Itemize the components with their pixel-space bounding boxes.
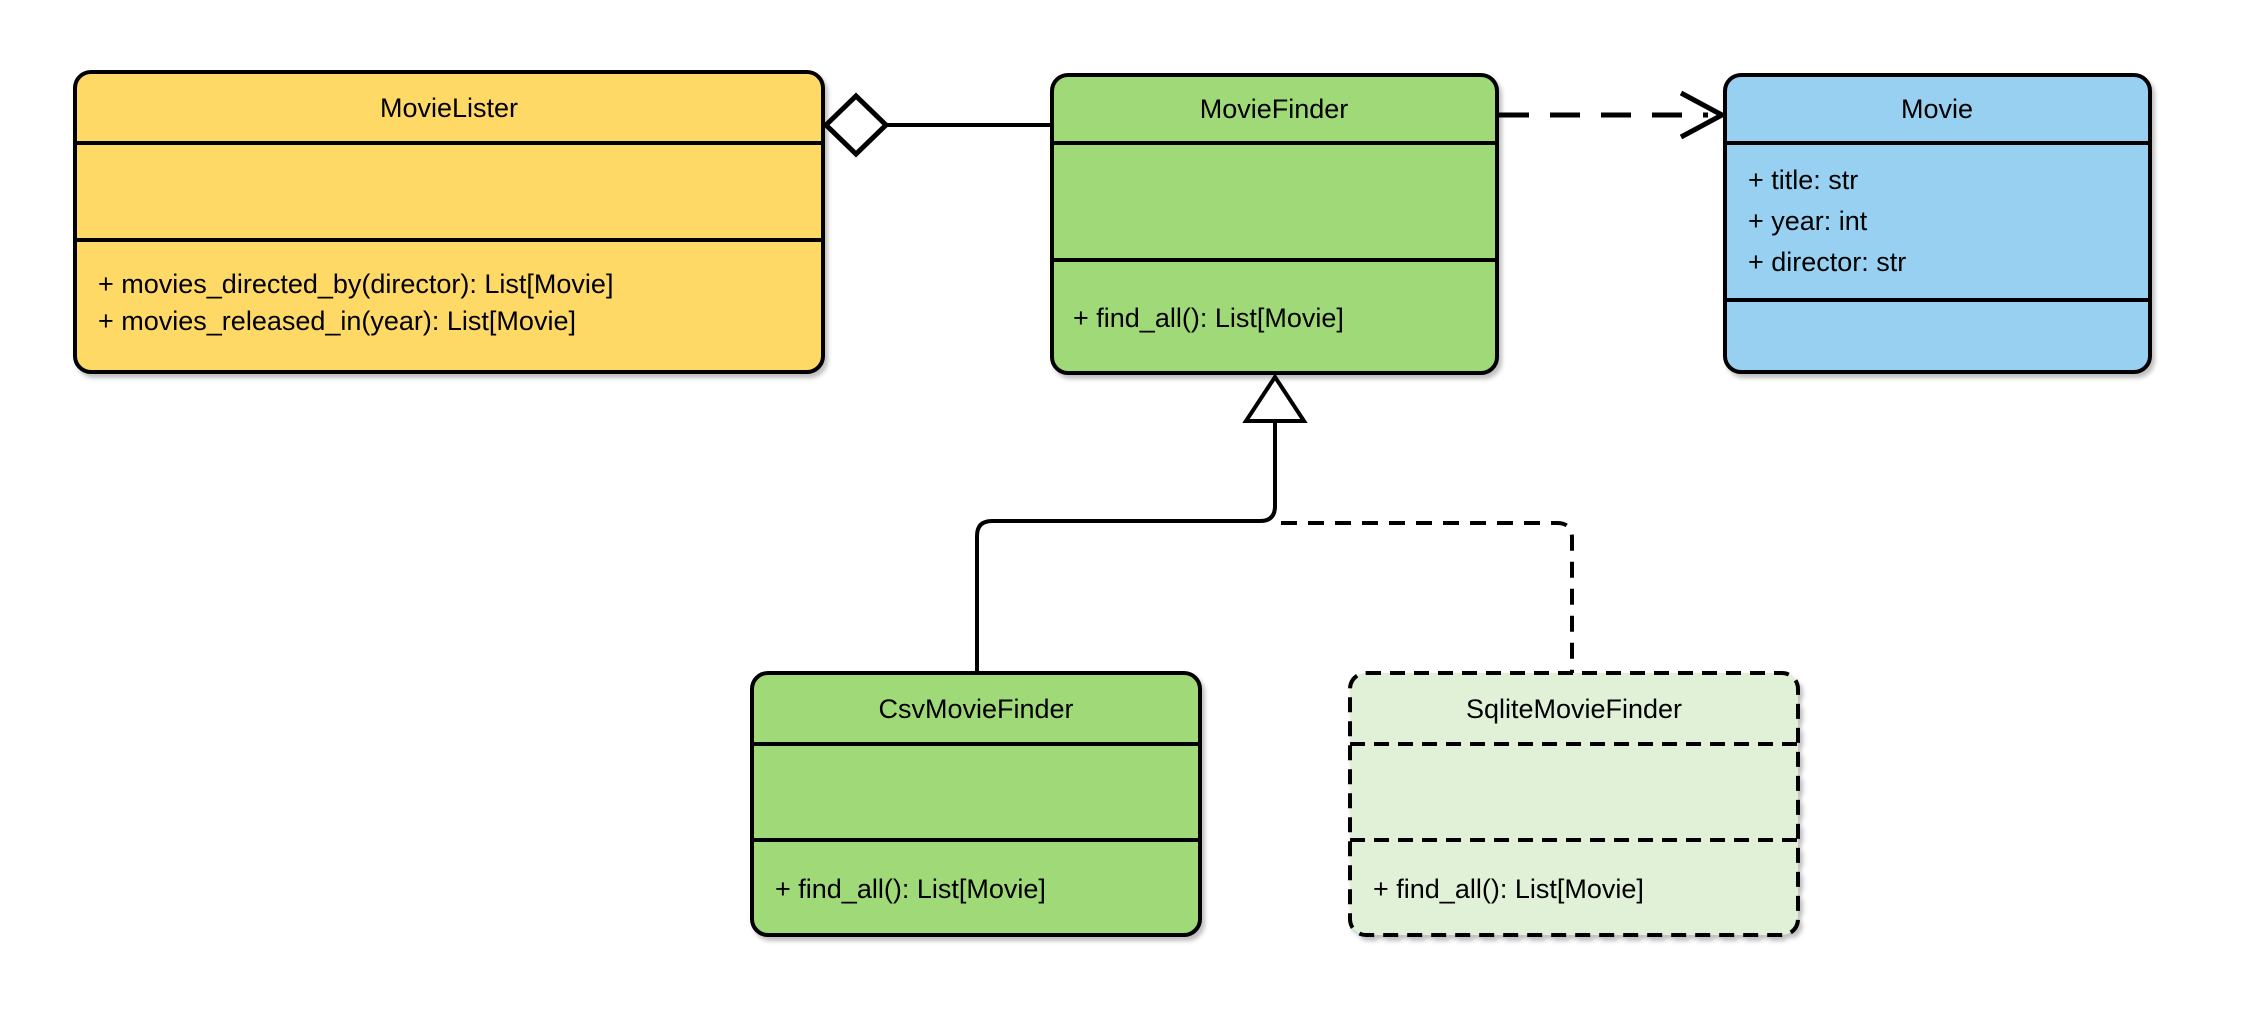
class-sqlitemoviefinder: SqliteMovieFinder + find_all(): List[Mov…	[1348, 671, 1800, 937]
relationship-aggregation-movielister-moviefinder	[822, 92, 1054, 158]
class-movie-name: Movie	[1901, 94, 1973, 124]
class-movie-attribute: + title: str	[1748, 165, 1858, 195]
class-movielister: MovieLister + movies_directed_by(directo…	[73, 70, 825, 374]
dependency-open-arrowhead-icon	[1679, 90, 1728, 140]
class-moviefinder-method: + find_all(): List[Movie]	[1073, 303, 1344, 333]
class-movie-box	[1723, 73, 2152, 374]
class-movie: Movie + title: str + year: int + directo…	[1723, 73, 2152, 374]
relationship-generalization-csvmoviefinder-moviefinder	[975, 373, 1308, 673]
relationship-realization-sqlitemoviefinder-moviefinder	[1281, 521, 1574, 673]
generalization-triangle-icon	[1242, 373, 1308, 423]
class-csvmoviefinder-name: CsvMovieFinder	[878, 694, 1073, 724]
class-sqlitemoviefinder-box	[1348, 671, 1800, 937]
class-movielister-box	[73, 70, 825, 374]
relationship-dependency-moviefinder-movie	[1499, 90, 1728, 140]
class-movielister-method: + movies_released_in(year): List[Movie]	[98, 306, 576, 336]
class-moviefinder: MovieFinder + find_all(): List[Movie]	[1050, 73, 1499, 375]
class-movielister-name: MovieLister	[380, 93, 518, 123]
class-movie-attribute: + year: int	[1748, 206, 1868, 236]
aggregation-diamond-icon	[822, 92, 890, 158]
class-moviefinder-box	[1050, 73, 1499, 375]
realization-line	[1281, 521, 1574, 673]
class-csvmoviefinder: CsvMovieFinder + find_all(): List[Movie]	[750, 671, 1202, 937]
class-movie-attribute: + director: str	[1748, 247, 1906, 277]
generalization-line	[975, 422, 1277, 673]
class-sqlitemoviefinder-name: SqliteMovieFinder	[1466, 694, 1682, 724]
class-sqlitemoviefinder-method: + find_all(): List[Movie]	[1373, 874, 1644, 904]
class-movielister-method: + movies_directed_by(director): List[Mov…	[98, 269, 613, 299]
class-csvmoviefinder-method: + find_all(): List[Movie]	[775, 874, 1046, 904]
class-moviefinder-name: MovieFinder	[1200, 94, 1349, 124]
